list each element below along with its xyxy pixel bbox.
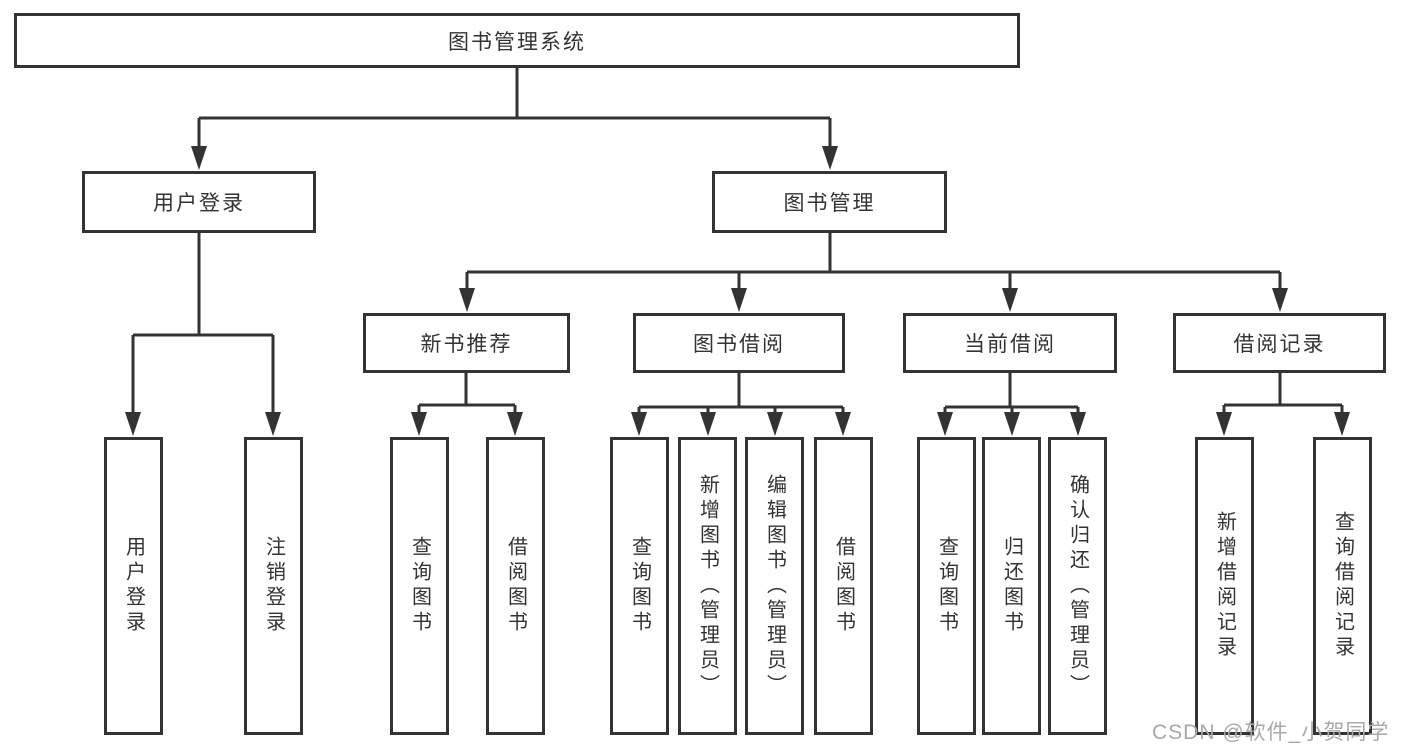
leaf-confirm-return-admin: 确认归还（管理员） — [1048, 437, 1107, 735]
leaf-logout: 注销登录 — [244, 437, 303, 735]
node-book-borrowing: 图书借阅 — [633, 313, 845, 373]
node-library-management-system: 图书管理系统 — [14, 13, 1020, 68]
leaf-query-books-newbook: 查询图书 — [390, 437, 449, 735]
leaf-return-books: 归还图书 — [982, 437, 1041, 735]
csdn-watermark: CSDN @软件_小贺同学 — [1152, 721, 1390, 744]
arrowhead-group — [125, 146, 1350, 436]
leaf-user-login: 用户登录 — [104, 437, 163, 735]
leaf-borrow-books-borrowing: 借阅图书 — [814, 437, 873, 735]
leaf-add-books-admin: 新增图书（管理员） — [678, 437, 737, 735]
leaf-query-books-current: 查询图书 — [917, 437, 976, 735]
leaf-borrow-books-newbook: 借阅图书 — [486, 437, 545, 735]
node-borrowing-records: 借阅记录 — [1173, 313, 1386, 373]
leaf-add-borrow-record: 新增借阅记录 — [1195, 437, 1254, 735]
leaf-edit-books-admin: 编辑图书（管理员） — [745, 437, 804, 735]
leaf-query-books-borrowing: 查询图书 — [610, 437, 669, 735]
node-book-management: 图书管理 — [712, 171, 947, 233]
node-new-book-recommend: 新书推荐 — [363, 313, 570, 373]
node-user-login: 用户登录 — [82, 171, 316, 233]
node-current-borrowing: 当前借阅 — [903, 313, 1117, 373]
leaf-query-borrow-record: 查询借阅记录 — [1313, 437, 1372, 735]
